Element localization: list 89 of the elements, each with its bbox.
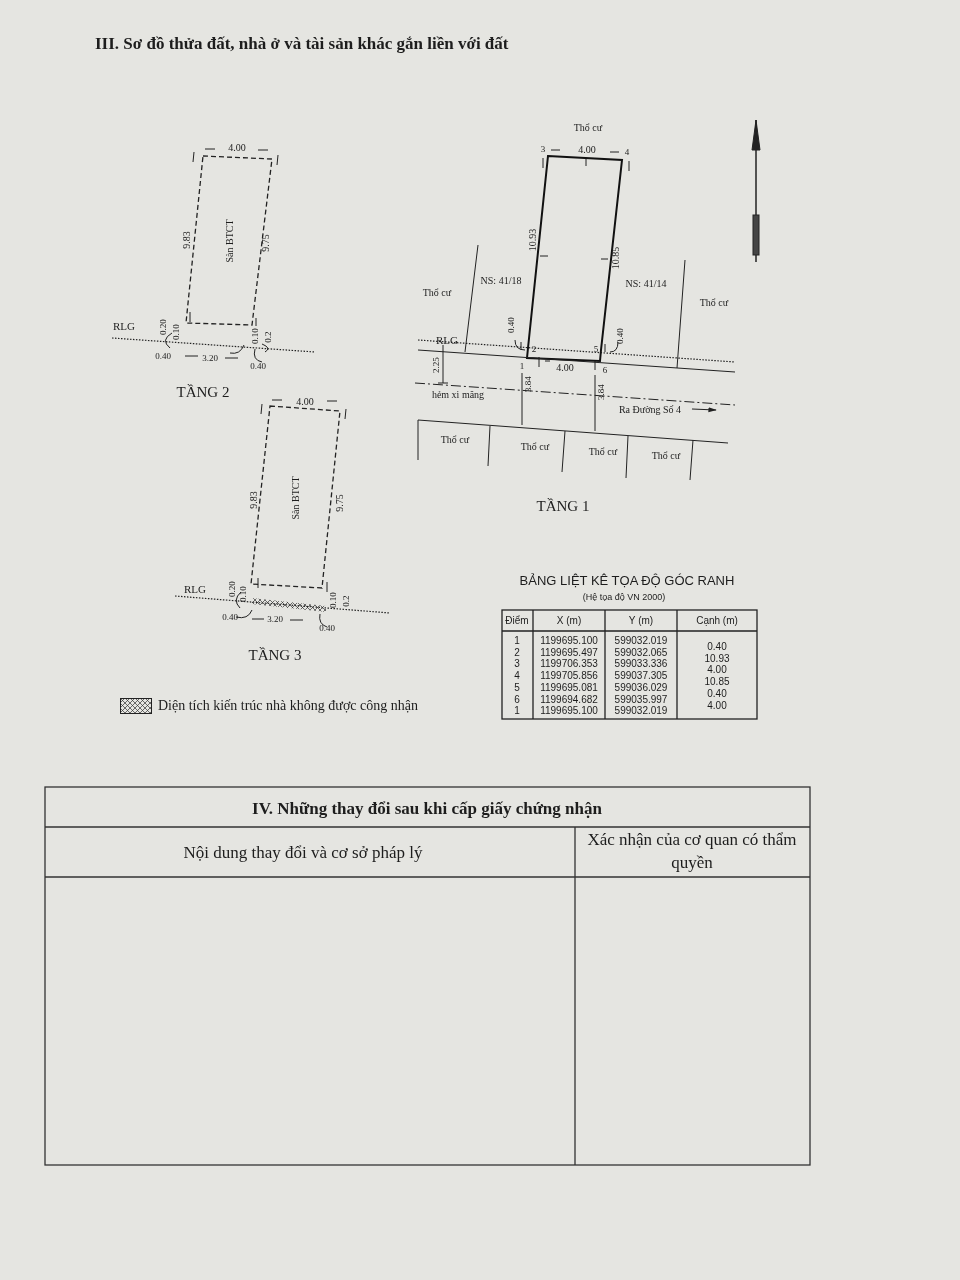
dimension-label: 2.25 [431, 357, 441, 373]
table-cell: 1199695.100 [540, 636, 598, 646]
dimension-label: 0.40 [222, 612, 238, 622]
table-cell: 599036.029 [614, 682, 668, 693]
section-title: IV. Những thay đổi sau khi cấp giấy chứng nhận [252, 799, 602, 817]
dimension-label: 0.10 [238, 586, 248, 602]
dimension-label: 0.40 [615, 328, 625, 344]
house-number: NS: 41/14 [625, 279, 667, 289]
dimension-label: 10.85 [611, 246, 621, 270]
dimension-label: 9.83 [249, 491, 259, 509]
column-header: Xác nhận của cơ quan có thẩm quyền [586, 829, 798, 874]
table-cell: 4 [514, 671, 520, 682]
table-cell: 10.93 [704, 653, 730, 664]
floor-slab-outline [250, 405, 342, 590]
table-cell: 4.00 [707, 665, 727, 676]
floor-label: Sàn BTCT [225, 219, 235, 263]
parcel-label: Thổ cư [573, 123, 603, 133]
dimension-label: 9.75 [335, 494, 345, 512]
table-cell: 10.85 [704, 677, 730, 688]
table-cell: 1199694.682 [540, 694, 598, 705]
table-cell: 599033.336 [614, 659, 668, 670]
table-title: BẢNG LIỆT KÊ TỌA ĐỘ GÓC RANH [519, 573, 735, 587]
parcel-label: Thổ cư [588, 447, 618, 457]
parcel-label: Thổ cư [520, 442, 550, 452]
section-title: III. Sơ đồ thửa đất, nhà ở và tài sản khác gắn liền với đất [95, 35, 509, 52]
dimension-label: 3.84 [523, 376, 533, 392]
table-cell: 5 [514, 682, 520, 693]
point-number: 3 [540, 144, 546, 154]
table-header: Y (m) [628, 616, 654, 626]
table-header: Cạnh (m) [696, 616, 738, 626]
dimension-label: 10.93 [528, 228, 538, 252]
floor-slab-outline [185, 155, 275, 327]
rlg-label: RLG [113, 320, 135, 332]
point-number: 4 [624, 147, 630, 157]
table-cell: 599032.019 [614, 636, 668, 646]
table-cell: 599032.065 [614, 647, 668, 658]
floor-label: Sàn BTCT [291, 475, 301, 520]
dimension-label: 0.40 [250, 361, 266, 371]
dimension-label: 4.00 [578, 145, 596, 155]
table-cell: 6 [514, 694, 520, 705]
point-number: 6 [602, 365, 608, 375]
parcel-label: Thổ cư [440, 435, 470, 445]
point-number: 2 [531, 344, 537, 354]
table-cell: 1 [514, 636, 520, 646]
legend-label: Diện tích kiến trúc nhà không được công nhận [158, 699, 418, 713]
table-cell: 1199705.856 [540, 671, 598, 682]
floor-caption: TẦNG 1 [536, 498, 590, 514]
rlg-label: RLG [436, 334, 458, 346]
column-header: Nội dung thay đổi và cơ sở pháp lý [183, 843, 423, 861]
table-cell: 599032.019 [614, 706, 668, 717]
dimension-label: 4.00 [556, 363, 574, 373]
table-subtitle: (Hệ tọa độ VN 2000) [582, 592, 666, 602]
table-cell: 1199695.081 [540, 682, 598, 693]
dimension-label: 0.20 [158, 319, 168, 335]
parcel-label: Thổ cư [699, 298, 729, 308]
table-cell: 4.00 [707, 700, 727, 711]
dimension-label: 3.20 [267, 614, 283, 624]
floor-caption: TẦNG 3 [248, 647, 302, 663]
floor-caption: TẦNG 2 [176, 384, 230, 400]
table-cell: 3 [514, 659, 520, 670]
parcel-label: Thổ cư [651, 451, 681, 461]
point-number: 5 [593, 344, 599, 354]
dimension-label: 0.40 [319, 623, 335, 633]
point-number: 1 [519, 361, 525, 371]
house-number: NS: 41/18 [480, 276, 522, 286]
table-cell: 0.40 [707, 688, 727, 699]
table-cell: 0.40 [707, 642, 727, 652]
table-cell: 1199695.497 [540, 647, 598, 658]
table-cell: 1 [514, 706, 520, 717]
dimension-label: 3.84 [596, 384, 606, 400]
dimension-label: 0.40 [155, 351, 171, 361]
alley-label: hẻm xi măng [431, 390, 485, 400]
dimension-label: 0.40 [506, 317, 516, 333]
table-cell: 1199706.353 [540, 659, 598, 670]
dimension-label: 9.83 [182, 231, 192, 249]
dimension-label: 9.75 [261, 234, 271, 252]
dimension-label: 0.10 [171, 324, 181, 340]
dimension-label: 0.2 [341, 595, 351, 607]
table-cell: 599037.305 [614, 671, 668, 682]
table-cell: 599035.997 [614, 694, 668, 705]
parcel-label: Thổ cư [422, 288, 452, 298]
table-header: Điểm [505, 616, 529, 626]
road-label: Ra Đường Số 4 [618, 405, 682, 415]
rlg-label: RLG [184, 583, 206, 595]
table-header: X (m) [556, 616, 582, 626]
dimension-label: 0.20 [227, 581, 237, 597]
table-cell: 1199695.100 [540, 706, 598, 717]
table-cell: 2 [514, 647, 520, 658]
dimension-label: 3.20 [202, 353, 218, 363]
